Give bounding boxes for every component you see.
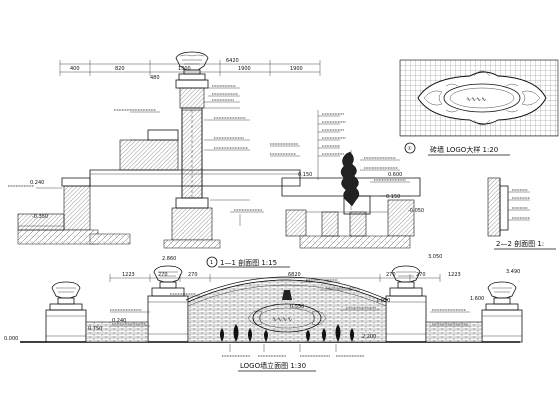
logo-detail-title: 砖墙 LOGO大样 1:20 [430,145,498,154]
logo-wall-elevation: 1223 270 270 6820 270 270 1223 0.000 [4,254,523,372]
section-2-2: 2—2 剖面图 1: [487,177,556,250]
elevation-title: LOGO墙立面图 1:30 [238,361,316,372]
level-4: -0.050 [408,208,424,214]
level-7: 0.600 [388,172,402,178]
dim-e: 1900 [290,66,303,72]
elev-level-9: 0.750 [88,326,102,332]
level-1: 0.240 [30,180,44,186]
section-1-1-dimensions: 6420 400 820 1300 1900 1900 480 [59,58,321,81]
far-right-pier [481,281,523,343]
main-column [163,79,221,249]
left-pier [147,265,189,343]
elev-dim-3: 270 [188,272,198,278]
low-wall-left [17,129,301,245]
logo-detail-number: ① [408,146,413,152]
dim-b: 820 [115,66,125,72]
low-wall-right-elev [425,321,483,343]
elev-dim-2: 270 [158,272,168,278]
dim-small: 480 [150,75,160,81]
elev-dim-6: 270 [416,272,426,278]
elev-level-5: 1.050 [376,298,390,304]
elev-level-2: 3.050 [428,254,442,260]
logo-glyph: ∿∿∿∿ [466,96,486,103]
elev-dim-5: 270 [386,272,396,278]
elev-dim-4: 6820 [288,272,301,278]
elev-level-6: 0.550 [290,304,304,310]
level-6: 0.150 [386,194,400,200]
section-1-1-annotations: 0.240 -0.350 0.150 0.150 -0.050 0.600 [8,85,424,226]
base-shrubs [220,324,354,342]
low-wall-left-elev [85,321,149,343]
far-left-pier [45,281,87,343]
elev-level-7: 0.240 [112,318,126,324]
elev-dim-7: 1223 [448,272,461,278]
elev-level-3: 2.860 [162,256,176,262]
elev-level-4: 1.600 [470,296,484,302]
elevation-logo-glyph: ∿∿∿∿ [272,316,292,323]
section-1-1-title-text: 1—1 剖面图 1:15 [220,258,277,267]
level-2: 0.150 [298,172,312,178]
section-1-1-number: 1 [210,260,213,266]
planter-section [281,177,421,249]
elevation-title-text: LOGO墙立面图 1:30 [240,361,306,370]
central-arched-wall: ∿∿∿∿ [185,276,389,343]
ground-level-label: 0.000 [4,336,18,342]
elev-level-1: 3.490 [506,269,520,275]
elevation-dimensions: 1223 270 270 6820 270 270 1223 [109,272,461,282]
dim-d: 1900 [238,66,251,72]
section-2-2-title: 2—2 剖面图 1: [496,239,544,248]
dim-overall: 6420 [226,58,239,64]
logo-detail: ∿∿∿∿ ① 砖墙 LOGO大样 1:20 [399,59,559,156]
section-1-1-title: 1 1—1 剖面图 1:15 [206,256,290,268]
elev-dim-1: 1223 [122,272,135,278]
elev-level-8: 2.200 [362,334,376,340]
dim-a: 400 [70,66,80,72]
shrub-plant [340,150,360,210]
level-3: -0.350 [32,214,48,220]
section-1-1: 6420 400 820 1300 1900 1900 480 [8,51,424,268]
elevation-annotations: 3.490 3.050 2.860 1.600 1.050 0.550 0.24… [88,254,520,357]
